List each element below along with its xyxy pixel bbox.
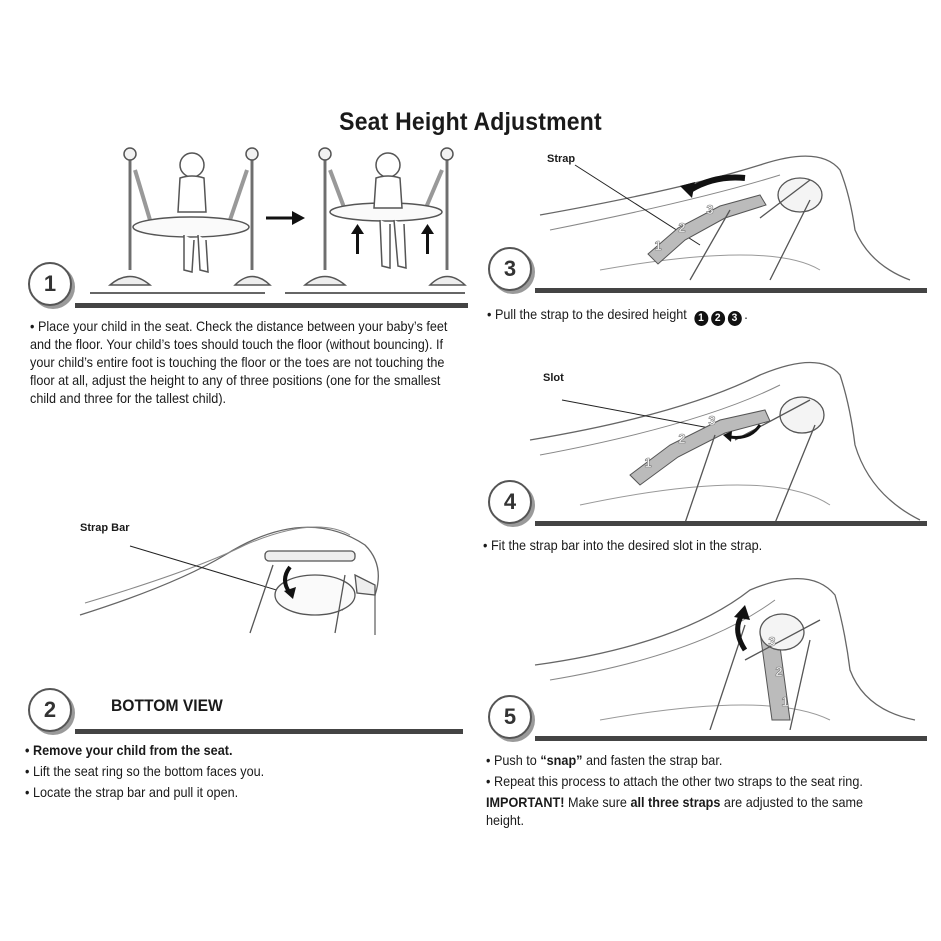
page-title: Seat Height Adjustment bbox=[339, 108, 602, 136]
bottom-view-heading: BOTTOM VIEW bbox=[111, 696, 223, 715]
strap-slot-marker: 3 bbox=[708, 413, 715, 428]
step-2-text: • Remove your child from the seat. • Lif… bbox=[25, 742, 434, 802]
step-4-text: • Fit the strap bar into the desired slo… bbox=[483, 538, 763, 553]
step-4-divider bbox=[535, 521, 927, 526]
strap-slot-marker: 1 bbox=[781, 694, 788, 709]
all-three-straps: all three straps bbox=[630, 795, 721, 810]
step-3-text: • Pull the strap to the desired height 1… bbox=[487, 306, 878, 326]
strap-slot-marker: 2 bbox=[775, 664, 782, 679]
step-3-instruction: • Pull the strap to the desired height bbox=[487, 307, 687, 322]
jumper-after-icon bbox=[302, 147, 467, 286]
snap-strap-illustration: 1 23 bbox=[534, 578, 916, 730]
step-2-bullet-3: • Locate the strap bar and pull it open. bbox=[25, 785, 239, 800]
step-5-text: • Push to “snap” and fasten the strap ba… bbox=[486, 752, 923, 830]
strap-slot-marker: 3 bbox=[768, 634, 775, 649]
strap-bar-illustration bbox=[79, 526, 379, 635]
step-2-badge: 2 bbox=[28, 688, 72, 732]
strap-slot-marker: 3 bbox=[706, 202, 713, 217]
strap-label: Strap bbox=[547, 153, 576, 165]
snap-word: “snap” bbox=[540, 753, 583, 768]
step-1-text: • Place your child in the seat. Check th… bbox=[30, 319, 448, 406]
step-2-bullet-1: • Remove your child from the seat. bbox=[25, 743, 233, 758]
step-5-line-2: • Repeat this process to attach the othe… bbox=[486, 774, 863, 789]
strap-bar-label: Strap Bar bbox=[80, 522, 130, 534]
strap-slot-marker: 1 bbox=[654, 238, 661, 253]
step-5-line-1: • Push to “snap” and fasten the strap ba… bbox=[486, 752, 923, 770]
strap-slot-marker: 2 bbox=[678, 431, 685, 446]
step-5-line-1-pre: • Push to bbox=[486, 753, 541, 768]
step-5-line-3-mid: Make sure bbox=[564, 795, 631, 810]
height-marker-1: 1 bbox=[694, 311, 708, 326]
important-label: IMPORTANT! bbox=[486, 795, 565, 810]
step-5-line-3-post: are adjusted to the same height. bbox=[486, 795, 864, 828]
step-1-divider bbox=[75, 303, 468, 308]
step-3-badge: 3 bbox=[488, 247, 532, 291]
step-1-badge: 1 bbox=[28, 262, 72, 306]
strap-slot-marker: 2 bbox=[678, 220, 685, 235]
strap-slot-marker: 1 bbox=[644, 455, 651, 470]
step-5-line-3: IMPORTANT! Make sure all three straps ar… bbox=[486, 794, 886, 830]
pull-strap-illustration: 1 2 3 bbox=[539, 155, 911, 281]
height-marker-2: 2 bbox=[710, 311, 725, 326]
step-3-divider bbox=[535, 288, 927, 293]
step-4-badge: 4 bbox=[488, 480, 532, 524]
step-5-badge: 5 bbox=[488, 695, 532, 739]
step-5-line-1-post: and fasten the strap bar. bbox=[582, 753, 723, 768]
step-2-bullet-2: • Lift the seat ring so the bottom faces… bbox=[25, 764, 265, 779]
jumper-height-illustration bbox=[90, 147, 467, 294]
height-marker-3: 3 bbox=[727, 311, 742, 326]
step-5-divider bbox=[535, 736, 927, 741]
jumper-before-icon bbox=[107, 147, 272, 286]
step-3-period: . bbox=[744, 307, 748, 322]
slot-label: Slot bbox=[543, 372, 564, 384]
step-2-divider bbox=[75, 729, 463, 734]
strap-slot-illustration: 1 2 3 bbox=[529, 361, 921, 524]
